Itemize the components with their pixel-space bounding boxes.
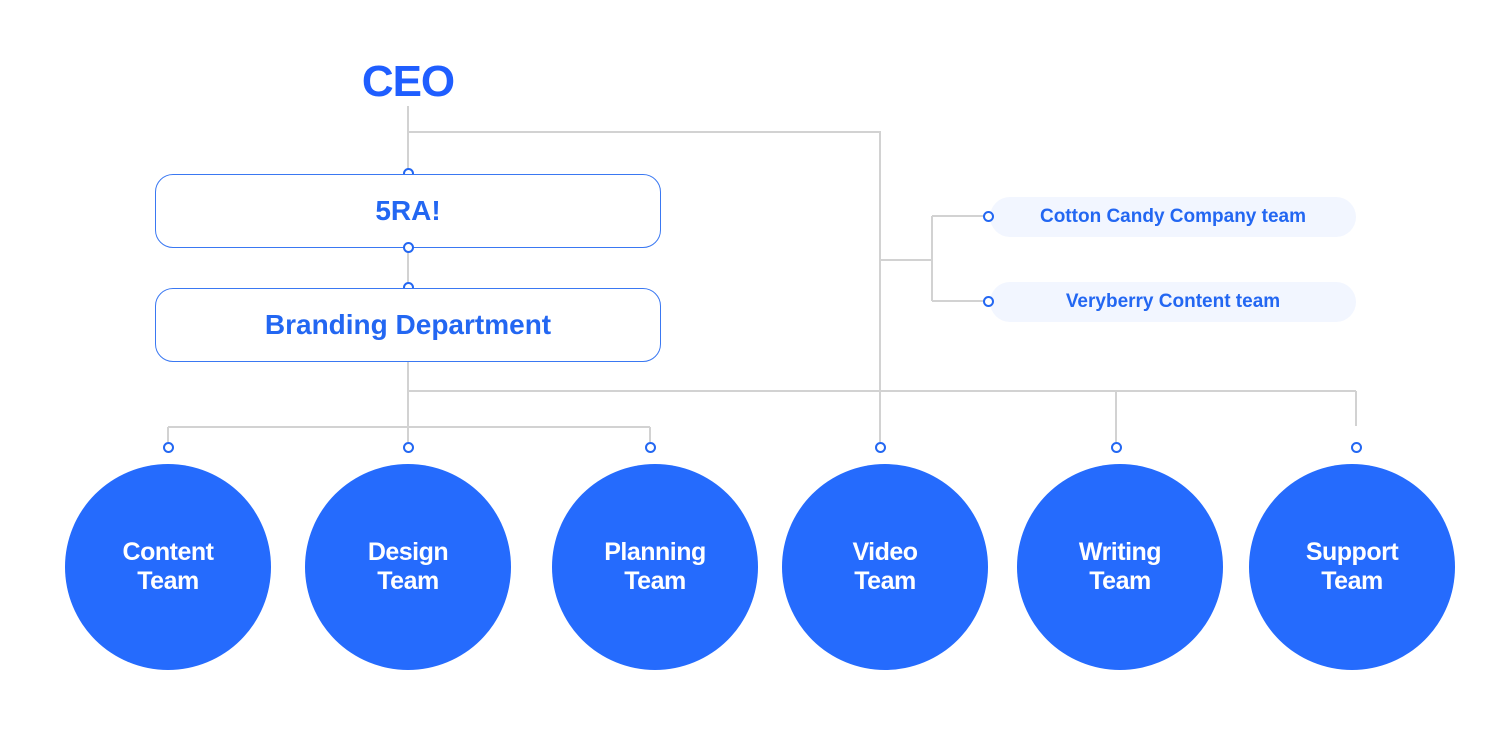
partner-node: Cotton Candy Company team <box>990 197 1356 237</box>
partner-label: Cotton Candy Company team <box>1039 206 1307 227</box>
connector-left-teams <box>167 426 651 442</box>
connector-dot <box>875 442 886 453</box>
team-label: Team <box>1321 567 1383 595</box>
team-node-support: Support Team <box>1249 464 1455 670</box>
team-node-design: Design Team <box>305 464 511 670</box>
connector-right-teams <box>408 390 1357 442</box>
company-node: 5RA! <box>155 174 661 248</box>
connector-dot <box>403 442 414 453</box>
department-label: Branding Department <box>264 309 552 340</box>
connector-partners <box>880 215 984 302</box>
connector-dot <box>163 442 174 453</box>
team-label: Team <box>137 567 199 595</box>
team-node-video: Video Team <box>782 464 988 670</box>
team-node-planning: Planning Team <box>552 464 758 670</box>
department-node: Branding Department <box>155 288 661 362</box>
team-node-content: Content Team <box>65 464 271 670</box>
team-label: Design <box>367 538 449 566</box>
team-label: Team <box>854 567 916 595</box>
partner-node: Veryberry Content team <box>990 282 1356 322</box>
partner-label: Veryberry Content team <box>1065 291 1281 312</box>
team-label: Planning <box>604 538 706 566</box>
connector-dot <box>1351 442 1362 453</box>
team-label: Team <box>624 567 686 595</box>
team-label: Content <box>122 538 214 566</box>
ceo-node: CEO <box>361 57 455 106</box>
team-label: Video <box>852 538 918 566</box>
team-label: Support <box>1305 538 1399 566</box>
connector-dot <box>1111 442 1122 453</box>
connector-ceo-right <box>408 131 881 442</box>
team-label: Team <box>1089 567 1151 595</box>
connector-dot <box>983 296 994 307</box>
team-node-writing: Writing Team <box>1017 464 1223 670</box>
company-label: 5RA! <box>375 195 441 226</box>
team-label: Team <box>377 567 439 595</box>
connector-dot <box>403 242 414 253</box>
team-label: Writing <box>1078 538 1162 566</box>
connector-dot <box>645 442 656 453</box>
connector-dot <box>983 211 994 222</box>
